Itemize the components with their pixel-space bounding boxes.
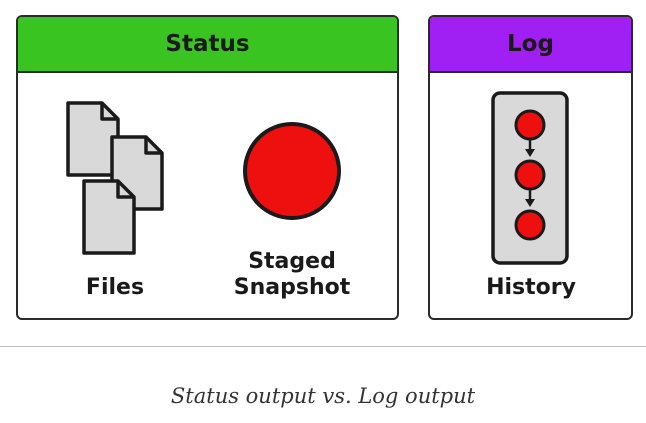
file-document-icon bbox=[82, 179, 136, 255]
divider bbox=[0, 346, 646, 347]
staged-label-line2: Snapshot bbox=[233, 275, 351, 300]
history-label: History bbox=[486, 275, 576, 300]
files-label: Files bbox=[85, 275, 145, 300]
commit-node-icon bbox=[514, 109, 546, 141]
commit-node-icon bbox=[514, 209, 546, 241]
status-panel: Status Files Staged Snapshot bbox=[16, 15, 399, 320]
figure-caption: Status output vs. Log output bbox=[170, 384, 476, 408]
log-panel-title: Log bbox=[430, 17, 631, 73]
arrow-down-icon bbox=[525, 139, 535, 157]
arrow-down-icon bbox=[525, 189, 535, 207]
log-panel: Log History bbox=[428, 15, 633, 320]
status-panel-title: Status bbox=[18, 17, 397, 73]
files-icon bbox=[66, 101, 164, 255]
commit-node-icon bbox=[514, 159, 546, 191]
history-icon bbox=[491, 91, 569, 265]
staged-snapshot-icon bbox=[243, 122, 341, 220]
staged-label-line1: Staged bbox=[248, 249, 336, 274]
staged-snapshot-label: Staged Snapshot bbox=[222, 249, 362, 301]
